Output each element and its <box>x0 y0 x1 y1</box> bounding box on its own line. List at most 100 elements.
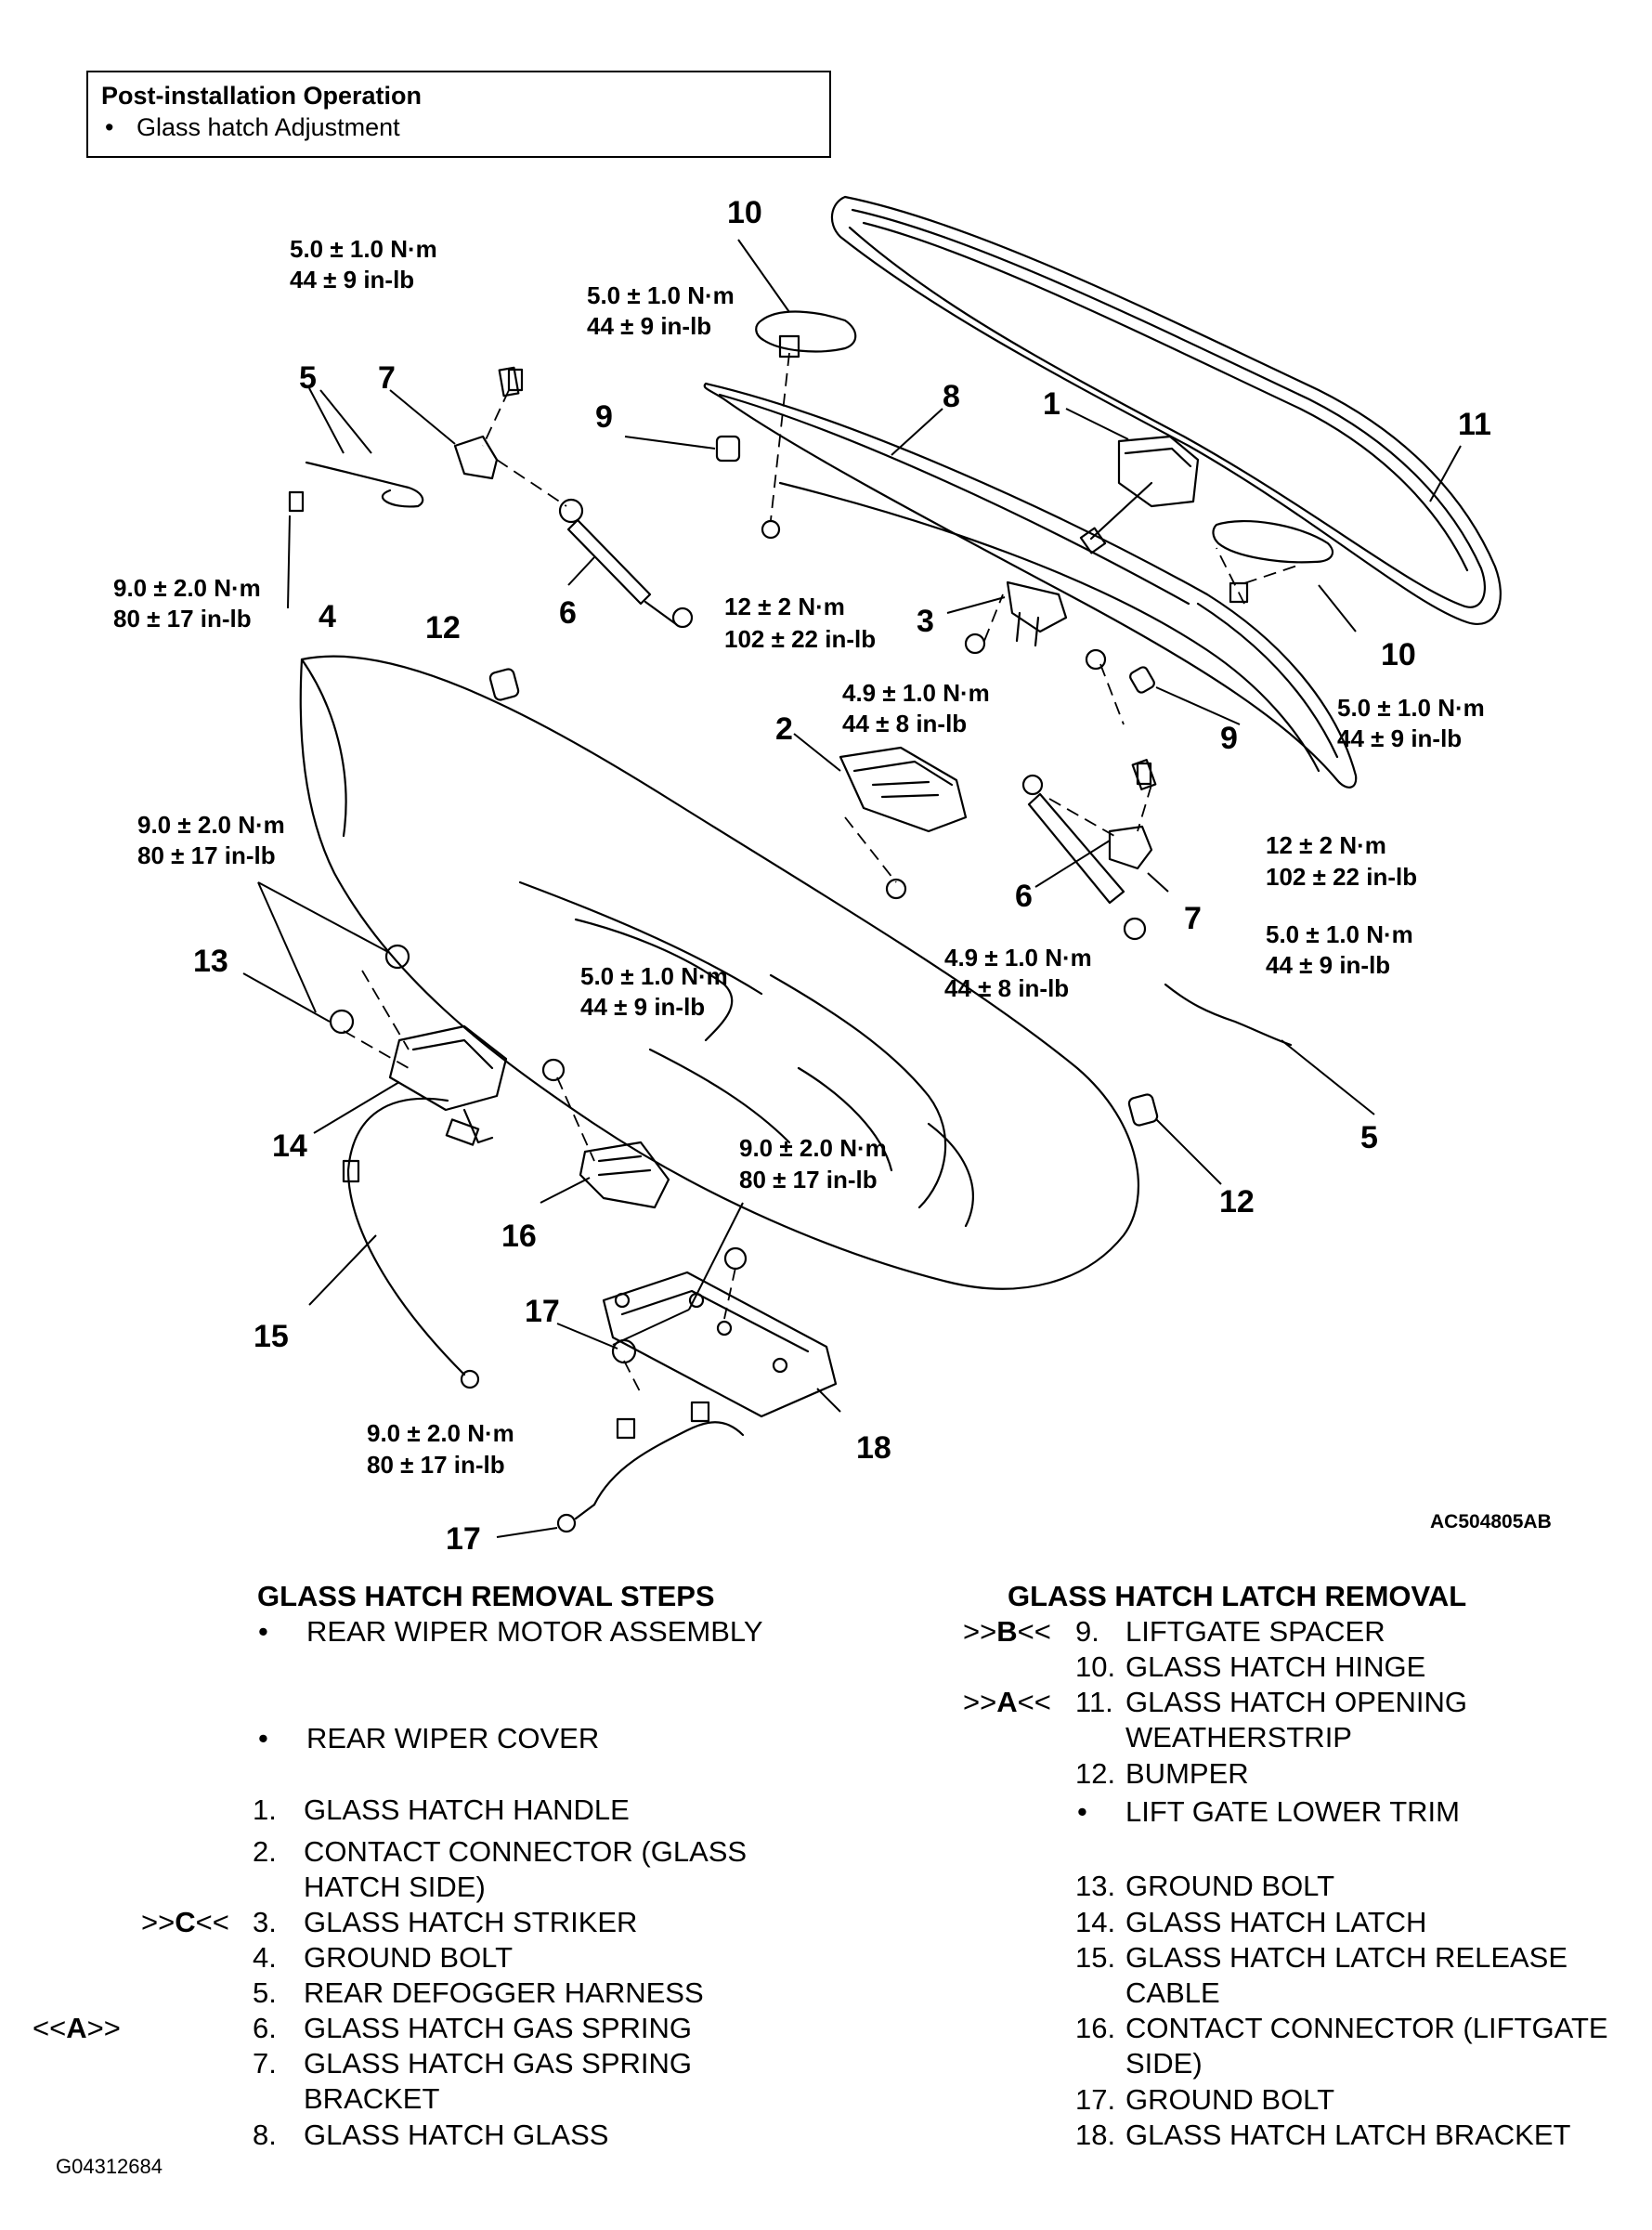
torque-spec: 9.0 ± 2.0 N·m <box>137 811 285 839</box>
step-label: REAR WIPER COVER <box>306 1722 600 1754</box>
document-code: G04312684 <box>56 2155 163 2178</box>
torque-spec: 5.0 ± 1.0 N·m <box>290 235 437 263</box>
bolt-part <box>288 368 1152 900</box>
callout-14: 14 <box>272 1128 307 1164</box>
diagram-code: AC504805AB <box>1430 1511 1552 1532</box>
step-number: 10. <box>1075 1650 1116 1683</box>
callout-6b: 6 <box>1015 879 1033 914</box>
step-number: 18. <box>1075 2119 1116 2151</box>
step-label-continued: CABLE <box>1125 1976 1220 2009</box>
liftgate-spacer-part <box>715 435 1155 694</box>
callout-3: 3 <box>917 604 934 639</box>
step-number: 5. <box>253 1976 277 2009</box>
step-number: 8. <box>253 2119 277 2151</box>
callout-5b: 5 <box>1360 1120 1378 1155</box>
contact-connector-glass-side-part <box>839 746 968 833</box>
bullet: • <box>105 113 114 141</box>
glass-hatch-handle-part <box>1079 435 1200 554</box>
rear-defogger-harness-part <box>305 461 1293 1047</box>
step-label: BUMPER <box>1125 1757 1249 1790</box>
step-number: • <box>258 1722 268 1754</box>
torque-spec: 80 ± 17 in-lb <box>137 841 276 869</box>
procedure-mark: >>A<< <box>963 1686 1051 1718</box>
torque-spec: 9.0 ± 2.0 N·m <box>739 1134 887 1162</box>
step-label: GLASS HATCH GAS SPRING <box>304 2012 693 2044</box>
step-label-continued: WEATHERSTRIP <box>1125 1721 1352 1754</box>
step-label: GLASS HATCH LATCH RELEASE <box>1125 1941 1568 1974</box>
step-label-continued: BRACKET <box>304 2082 440 2115</box>
step-number: 6. <box>253 2012 277 2044</box>
torque-spec: 44 ± 9 in-lb <box>1266 951 1390 979</box>
step-label: REAR WIPER MOTOR ASSEMBLY <box>306 1615 763 1648</box>
callout-15: 15 <box>254 1319 289 1354</box>
procedure-mark: >>B<< <box>963 1615 1051 1648</box>
torque-spec: 12 ± 2 N·m <box>1266 831 1386 859</box>
callout-2: 2 <box>775 711 793 747</box>
step-label: GLASS HATCH GLASS <box>304 2119 609 2151</box>
latch-release-cable-part <box>342 1097 480 1389</box>
torque-spec: 80 ± 17 in-lb <box>367 1451 505 1479</box>
step-number: 13. <box>1075 1870 1116 1902</box>
contact-connector-liftgate-side-part <box>579 1141 670 1209</box>
step-label: GLASS HATCH STRIKER <box>304 1906 638 1938</box>
step-label: LIFT GATE LOWER TRIM <box>1125 1795 1460 1828</box>
step-number: 1. <box>253 1793 277 1826</box>
torque-spec: 5.0 ± 1.0 N·m <box>580 962 728 990</box>
step-label: GROUND BOLT <box>1125 1870 1335 1902</box>
latch-removal-heading: GLASS HATCH LATCH REMOVAL <box>1008 1580 1467 1612</box>
post-installation-title: Post-installation Operation <box>101 82 423 110</box>
ground-harness-part <box>592 1401 745 1506</box>
step-label: REAR DEFOGGER HARNESS <box>304 1976 704 2009</box>
torque-spec: 4.9 ± 1.0 N·m <box>944 944 1092 972</box>
callout-13: 13 <box>193 944 228 979</box>
callout-9: 9 <box>595 399 613 435</box>
callout-7b: 7 <box>1184 901 1202 936</box>
step-number: 15. <box>1075 1941 1116 1974</box>
callout-17b: 17 <box>446 1521 481 1557</box>
torque-spec: 4.9 ± 1.0 N·m <box>842 679 990 707</box>
torque-spec: 44 ± 8 in-lb <box>944 974 1069 1002</box>
callout-10b: 10 <box>1381 637 1416 672</box>
step-number: 17. <box>1075 2083 1116 2116</box>
step-label: GLASS HATCH LATCH BRACKET <box>1125 2119 1571 2151</box>
step-number: 9. <box>1075 1615 1099 1648</box>
step-number: 11. <box>1075 1686 1113 1718</box>
step-number: • <box>258 1615 268 1648</box>
bumper-part <box>488 668 1159 1127</box>
step-label: GLASS HATCH HINGE <box>1125 1650 1426 1683</box>
torque-spec: 5.0 ± 1.0 N·m <box>587 281 735 309</box>
torque-spec: 44 ± 9 in-lb <box>580 993 705 1021</box>
step-label: GROUND BOLT <box>304 1941 514 1974</box>
liftgate-panel-part <box>299 655 1140 1290</box>
torque-spec: 9.0 ± 2.0 N·m <box>367 1419 514 1447</box>
callout-9b: 9 <box>1220 721 1238 756</box>
removal-steps-column: GLASS HATCH REMOVAL STEPS • REAR WIPER M… <box>33 1580 763 2151</box>
step-label: CONTACT CONNECTOR (GLASS <box>304 1835 748 1868</box>
step-number: 16. <box>1075 2012 1116 2044</box>
step-label-continued: SIDE) <box>1125 2047 1203 2080</box>
torque-spec: 12 ± 2 N·m <box>724 593 845 620</box>
guide-lines <box>343 352 1301 1394</box>
torque-spec: 5.0 ± 1.0 N·m <box>1337 694 1485 722</box>
torque-spec: 102 ± 22 in-lb <box>724 625 876 653</box>
step-label: GROUND BOLT <box>1125 2083 1335 2116</box>
removal-steps-heading: GLASS HATCH REMOVAL STEPS <box>257 1580 715 1612</box>
step-label: GLASS HATCH HANDLE <box>304 1793 630 1826</box>
torque-spec: 44 ± 9 in-lb <box>290 266 414 293</box>
weatherstrip-part <box>830 195 1502 625</box>
post-installation-box: Post-installation Operation •Glass hatch… <box>86 71 831 158</box>
step-label: GLASS HATCH GAS SPRING <box>304 2047 693 2080</box>
step-label: LIFTGATE SPACER <box>1125 1615 1385 1648</box>
step-number: 12. <box>1075 1757 1116 1790</box>
post-installation-item: •Glass hatch Adjustment <box>105 113 400 142</box>
torque-spec: 102 ± 22 in-lb <box>1266 863 1417 891</box>
step-label-continued: HATCH SIDE) <box>304 1871 486 1903</box>
gas-spring-part <box>558 498 1147 941</box>
callout-16: 16 <box>501 1219 537 1254</box>
step-label: CONTACT CONNECTOR (LIFTGATE <box>1125 2012 1608 2044</box>
torque-spec: 44 ± 9 in-lb <box>1337 724 1462 752</box>
torque-spec: 44 ± 9 in-lb <box>587 312 711 340</box>
step-number: 7. <box>253 2047 277 2080</box>
